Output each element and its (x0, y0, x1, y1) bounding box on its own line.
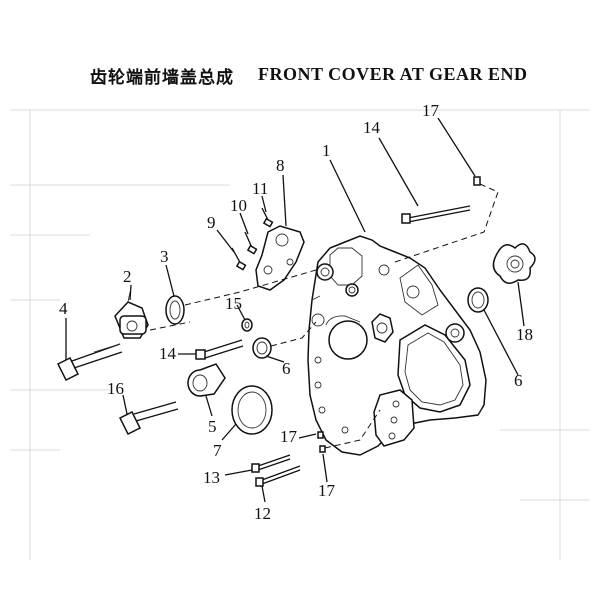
small-bolts-9-10-11 (231, 207, 274, 271)
bolt-4 (56, 343, 123, 382)
bolt-16 (118, 401, 179, 436)
callout-14-top: 14 (363, 118, 381, 137)
leader-lines (65, 117, 525, 503)
pin-17-b (319, 445, 326, 453)
callout-6-right: 6 (514, 371, 523, 390)
callout-labels: 1 2 3 4 5 6 6 7 8 9 10 11 12 13 14 14 15… (59, 101, 533, 523)
long-bolt-14-top (401, 205, 471, 224)
callout-3: 3 (160, 247, 169, 266)
pin-17-a (317, 431, 324, 439)
gasket-plate (255, 225, 305, 291)
callout-15: 15 (225, 294, 242, 313)
callout-1: 1 (322, 141, 331, 160)
front-cover-housing (307, 235, 487, 456)
o-ring-6-right (467, 287, 489, 313)
callout-4: 4 (59, 299, 68, 318)
callout-14-left: 14 (159, 344, 177, 363)
callout-6-left: 6 (282, 359, 291, 378)
diagram-title-english: FRONT COVER AT GEAR END (258, 64, 528, 84)
fitting-2 (114, 291, 149, 339)
callout-7: 7 (213, 441, 222, 460)
bolt-14-left (195, 339, 244, 360)
callout-17-top: 17 (422, 101, 440, 120)
callout-10: 10 (230, 196, 247, 215)
o-ring-3 (165, 295, 185, 325)
pin-17-top (473, 176, 481, 186)
callout-18: 18 (516, 325, 533, 344)
callout-5: 5 (208, 417, 217, 436)
callout-8: 8 (276, 156, 285, 175)
bushing-5 (187, 363, 226, 397)
callout-17-bottom: 17 (318, 481, 336, 500)
callout-9: 9 (207, 213, 216, 232)
faint-background-lines (10, 109, 590, 560)
o-ring-6-left (252, 337, 272, 359)
callout-2: 2 (123, 267, 132, 286)
washer-15 (241, 318, 253, 332)
callout-12: 12 (254, 504, 271, 523)
bolts-12-13 (251, 454, 301, 487)
callout-16: 16 (107, 379, 124, 398)
callout-13: 13 (203, 468, 220, 487)
seal-ring-7 (231, 385, 273, 435)
callout-11: 11 (252, 179, 268, 198)
diagram-title-chinese: 齿轮端前墙盖总成 (90, 68, 234, 88)
callout-17-mid: 17 (280, 427, 298, 446)
cap-18 (492, 243, 536, 284)
